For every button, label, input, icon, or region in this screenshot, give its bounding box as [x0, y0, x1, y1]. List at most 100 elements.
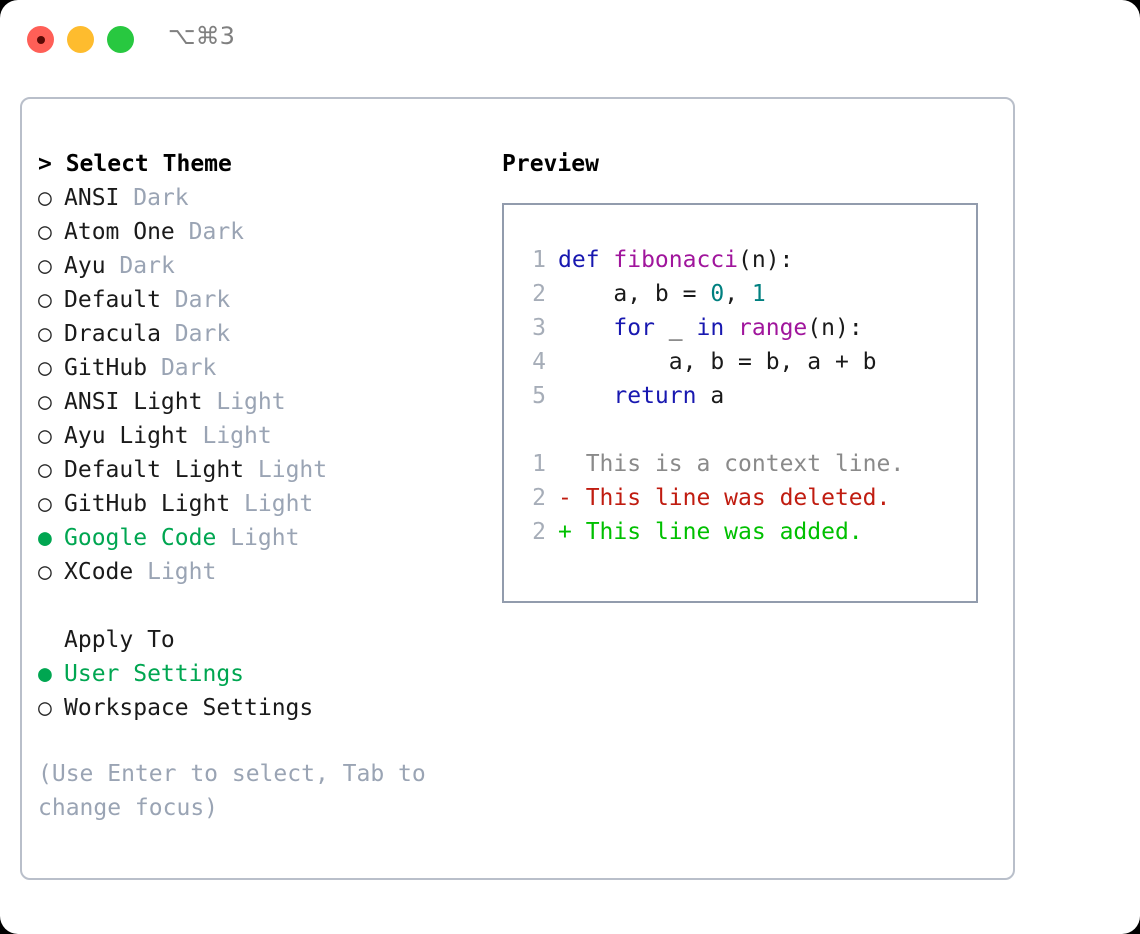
radio-unselected-icon[interactable]: ○ [38, 389, 52, 415]
theme-list-item[interactable]: ○ ANSI Dark [38, 181, 498, 215]
theme-variant-tag: Dark [133, 185, 189, 211]
theme-list-item[interactable]: ○Ayu Dark [38, 249, 498, 283]
theme-name: Google Code [64, 525, 217, 551]
main-panel: > Select Theme ○ANSI Dark○Atom One Dark○… [20, 97, 1015, 880]
radio-selected-icon[interactable]: ● [38, 661, 52, 687]
radio-unselected-icon[interactable]: ○ [38, 321, 52, 347]
theme-variant-tag: Dark [160, 355, 217, 381]
hint-spacer [38, 725, 498, 757]
radio-unselected-icon[interactable]: ○ [38, 253, 52, 279]
code-token: a, b = b, a + b [558, 349, 877, 375]
theme-variant-tag: Light [244, 491, 314, 517]
diff-line: 1 This is a context line. [504, 447, 976, 481]
code-token: (n): [807, 315, 863, 341]
theme-list: ○ANSI Dark○Atom One Dark○Ayu Dark○Defaul… [38, 181, 498, 589]
diff-text: This is a context line. [585, 451, 905, 477]
spacer [106, 253, 120, 279]
code-token [558, 315, 613, 341]
minimize-button[interactable] [67, 26, 94, 53]
diff-marker: - [558, 485, 586, 511]
theme-list-item[interactable]: ○ Atom One Dark [38, 215, 498, 249]
code-token: in [696, 315, 725, 341]
code-token: fibonacci [613, 247, 739, 273]
theme-list-item[interactable]: ○ GitHub Dark [38, 351, 498, 385]
apply-to-option[interactable]: ○ Workspace Settings [38, 691, 498, 725]
code-line: 4 a, b = b, a + b [504, 345, 976, 379]
theme-list-item[interactable]: ○ANSI Light Light [38, 385, 498, 419]
maximize-button[interactable] [107, 26, 134, 53]
theme-variant-tag: Dark [188, 219, 245, 245]
line-number: 5 [532, 383, 546, 409]
theme-name: Dracula [64, 321, 161, 347]
theme-list-item[interactable]: ○Default Light Light [38, 453, 498, 487]
theme-name: Ayu Light [64, 423, 189, 449]
code-token: return [613, 383, 697, 409]
spacer [119, 185, 133, 211]
keyboard-hint-text: (Use Enter to select, Tab to change focu… [38, 761, 440, 821]
code-token [558, 383, 613, 409]
theme-name: XCode [64, 559, 134, 585]
theme-list-item[interactable]: ○ Ayu Light Light [38, 419, 498, 453]
diff-marker: + [558, 519, 586, 545]
theme-variant-tag: Light [147, 559, 217, 585]
radio-unselected-icon[interactable]: ○ [38, 219, 52, 245]
spacer [161, 321, 175, 347]
apply-to-heading: Apply To [64, 627, 175, 653]
theme-name: Atom One [64, 219, 175, 245]
code-token: (n): [738, 247, 794, 273]
theme-list-item[interactable]: ○Default Dark [38, 283, 498, 317]
radio-unselected-icon[interactable]: ○ [38, 287, 52, 313]
spacer [175, 219, 189, 245]
spacer [147, 355, 161, 381]
line-number: 3 [532, 315, 546, 341]
theme-list-item[interactable]: ● Google Code Light [38, 521, 498, 555]
spacer [133, 559, 147, 585]
code-token: a, b = [558, 281, 711, 307]
apply-to-label: Workspace Settings [64, 695, 314, 721]
code-token: def [558, 247, 614, 273]
theme-list-item[interactable]: ○GitHub Light Light [38, 487, 498, 521]
theme-name: Ayu [64, 253, 106, 279]
line-number: 2 [532, 485, 546, 511]
diff-line: 2+ This line was added. [504, 515, 976, 549]
radio-unselected-icon[interactable]: ○ [38, 695, 52, 721]
spacer [189, 423, 203, 449]
code-token: _ [654, 315, 697, 341]
close-button[interactable] [27, 26, 54, 53]
theme-name: ANSI [64, 185, 120, 211]
theme-name: GitHub [64, 355, 148, 381]
radio-unselected-icon[interactable]: ○ [38, 355, 52, 381]
code-line: 2 a, b = 0, 1 [504, 277, 976, 311]
theme-variant-tag: Dark [174, 287, 231, 313]
diff-sample: 1 This is a context line. 2- This line wa… [504, 447, 976, 549]
theme-list-item[interactable]: ○Dracula Dark [38, 317, 498, 351]
spacer [216, 525, 230, 551]
code-diff-spacer [504, 413, 976, 447]
radio-unselected-icon[interactable]: ○ [38, 185, 52, 211]
code-token: a [696, 383, 725, 409]
radio-unselected-icon[interactable]: ○ [38, 559, 52, 585]
theme-variant-tag: Light [216, 389, 286, 415]
theme-list-item[interactable]: ○ XCode Light [38, 555, 498, 589]
traffic-light-group [27, 26, 134, 53]
theme-selection-column: > Select Theme ○ANSI Dark○Atom One Dark○… [38, 147, 498, 825]
diff-text: This line was deleted. [585, 485, 891, 511]
line-number: 1 [532, 451, 546, 477]
code-token: 0 [710, 281, 725, 307]
radio-unselected-icon[interactable]: ○ [38, 457, 52, 483]
radio-unselected-icon[interactable]: ○ [38, 491, 52, 517]
code-line: 3 for _ in range(n): [504, 311, 976, 345]
diff-marker [558, 451, 586, 477]
theme-variant-tag: Light [202, 423, 272, 449]
line-number: 2 [532, 281, 546, 307]
keyboard-shortcut-label: ⌥⌘3 [168, 22, 235, 50]
radio-selected-icon[interactable]: ● [38, 525, 52, 551]
code-token: 1 [751, 281, 766, 307]
theme-variant-tag: Light [230, 525, 300, 551]
radio-unselected-icon[interactable]: ○ [38, 423, 52, 449]
spacer [202, 389, 216, 415]
apply-to-option[interactable]: ●User Settings [38, 657, 498, 691]
